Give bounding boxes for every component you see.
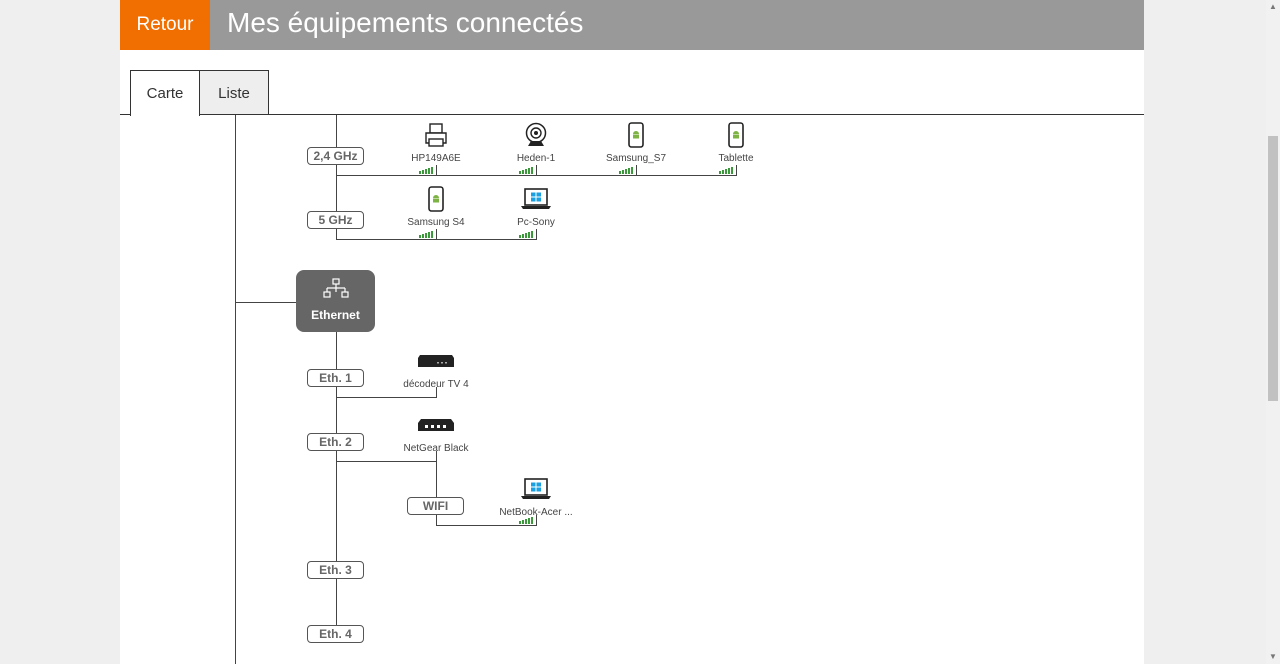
tick	[536, 229, 537, 239]
eth1-badge: Eth. 1	[307, 369, 364, 387]
android-phone-icon	[586, 122, 686, 152]
android-phone-icon	[686, 122, 786, 152]
device-name: Pc-Sony	[517, 217, 555, 228]
tick	[536, 515, 537, 525]
network-icon	[323, 278, 349, 298]
signal-icon	[619, 167, 633, 174]
device-name: Samsung S4	[407, 217, 465, 228]
tick	[636, 165, 637, 175]
tv-decoder-icon	[386, 348, 486, 378]
wifi-line	[336, 115, 337, 239]
band-5-line	[336, 239, 537, 240]
ethernet-label: Ethernet	[311, 308, 360, 322]
device-samsung-s4[interactable]: Samsung S4	[386, 186, 486, 231]
band-2-4-badge: 2,4 GHz	[307, 147, 364, 165]
network-switch-icon	[386, 412, 486, 442]
device-heden-1[interactable]: Heden-1	[486, 122, 586, 167]
signal-icon	[519, 517, 533, 524]
device-name: décodeur TV 4	[403, 379, 469, 390]
device-tablette[interactable]: Tablette	[686, 122, 786, 167]
tick	[436, 387, 437, 397]
webcam-icon	[486, 122, 586, 152]
scrollbar-thumb[interactable]	[1268, 136, 1278, 401]
signal-icon	[519, 231, 533, 238]
windows-laptop-icon	[486, 476, 586, 506]
scroll-up-arrow-icon[interactable]: ▲	[1269, 2, 1277, 11]
tick	[536, 165, 537, 175]
device-pc-sony[interactable]: Pc-Sony	[486, 186, 586, 231]
printer-icon	[386, 122, 486, 152]
scrollbar[interactable]: ▲ ▼	[1266, 0, 1280, 664]
tab-liste[interactable]: Liste	[199, 70, 269, 115]
eth4-badge: Eth. 4	[307, 625, 364, 643]
band-2-4-line	[336, 175, 737, 176]
signal-icon	[419, 231, 433, 238]
device-hp149a6e[interactable]: HP149A6E	[386, 122, 486, 167]
back-button[interactable]: Retour	[120, 0, 210, 50]
trunk-line	[235, 115, 236, 664]
wifi-badge: WIFI	[407, 497, 464, 515]
device-netbook-acer[interactable]: NetBook-Acer ...	[486, 476, 586, 521]
network-map: 2,4 GHz 5 GHz HP149A6E Heden-1 Samsung_S…	[120, 0, 1144, 664]
tab-carte[interactable]: Carte	[130, 70, 200, 116]
eth2-badge: Eth. 2	[307, 433, 364, 451]
signal-icon	[719, 167, 733, 174]
eth2-line	[336, 461, 437, 462]
device-name: Heden-1	[516, 153, 556, 164]
tabs-divider	[120, 114, 1144, 115]
tick	[436, 229, 437, 239]
device-name: NetBook-Acer ...	[499, 507, 573, 518]
tick	[436, 165, 437, 175]
ethernet-connector	[235, 302, 296, 303]
switch-line	[436, 451, 437, 526]
windows-laptop-icon	[486, 186, 586, 216]
ethernet-line	[336, 332, 337, 634]
main-container: Retour Mes équipements connectés Carte L…	[120, 0, 1144, 664]
eth3-badge: Eth. 3	[307, 561, 364, 579]
device-netgear-black[interactable]: NetGear Black	[386, 412, 486, 457]
device-name: Samsung_S7	[605, 153, 667, 164]
device-name: Tablette	[718, 153, 754, 164]
page-title: Mes équipements connectés	[227, 7, 584, 38]
tick	[736, 165, 737, 175]
scroll-down-arrow-icon[interactable]: ▼	[1269, 652, 1277, 661]
device-name: NetGear Black	[403, 443, 469, 454]
device-decodeur-tv-4[interactable]: décodeur TV 4	[386, 348, 486, 393]
signal-icon	[519, 167, 533, 174]
ethernet-node[interactable]: Ethernet	[296, 270, 375, 332]
band-5-badge: 5 GHz	[307, 211, 364, 229]
header-bar: Retour Mes équipements connectés	[120, 0, 1144, 50]
signal-icon	[419, 167, 433, 174]
switch-wifi-line	[436, 525, 537, 526]
device-samsung-s7[interactable]: Samsung_S7	[586, 122, 686, 167]
android-phone-icon	[386, 186, 486, 216]
device-name: HP149A6E	[411, 153, 461, 164]
eth1-line	[336, 397, 437, 398]
